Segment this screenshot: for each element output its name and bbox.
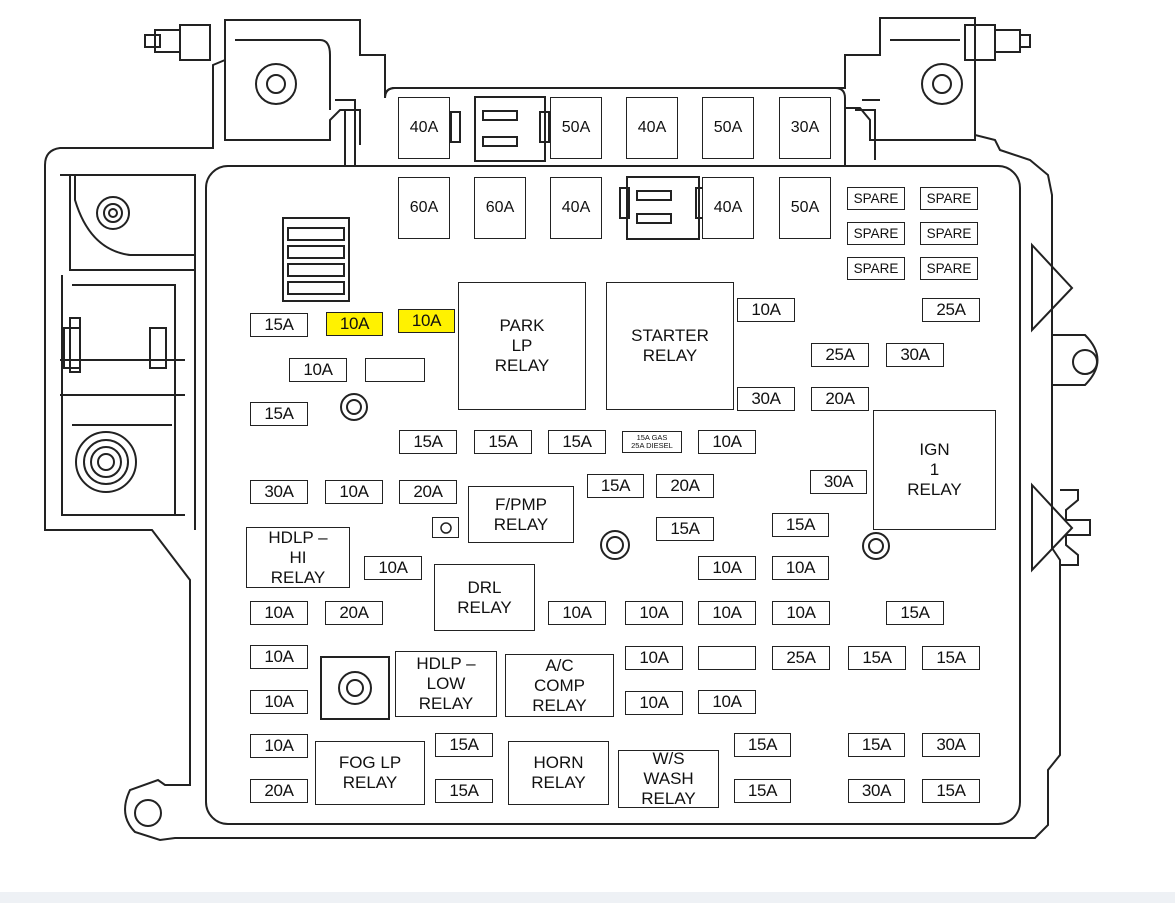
mini-fuse: 30A	[922, 733, 980, 757]
bottom-scroll-strip	[0, 892, 1175, 903]
mini-fuse: 10A	[289, 358, 347, 382]
mini-fuse: 15A	[399, 430, 457, 454]
maxi-fuse: 60A	[474, 177, 526, 239]
spare-slot: SPARE	[920, 187, 978, 210]
mini-fuse: 20A	[325, 601, 383, 625]
ac-comp-relay: A/C COMP RELAY	[505, 654, 614, 717]
mini-fuse: 20A	[399, 480, 457, 504]
mini-fuse: 10A	[625, 691, 683, 715]
starter-relay: STARTER RELAY	[606, 282, 734, 410]
fuse-gas-diesel: 15A GAS 25A DIESEL	[622, 431, 682, 453]
mini-fuse: 15A	[772, 513, 829, 537]
mini-fuse: 20A	[250, 779, 308, 803]
fog-lp-relay: FOG LP RELAY	[315, 741, 425, 805]
mini-fuse-highlighted: 10A	[326, 312, 383, 336]
mini-fuse: 15A	[435, 779, 493, 803]
spare-slot: SPARE	[847, 222, 905, 245]
mini-fuse: 10A	[250, 690, 308, 714]
mini-fuse: 25A	[772, 646, 830, 670]
mini-fuse: 15A	[250, 402, 308, 426]
small-terminal	[432, 517, 459, 538]
mini-fuse: 30A	[737, 387, 795, 411]
mini-fuse: 15A	[734, 779, 791, 803]
mini-fuse: 15A	[848, 733, 905, 757]
hdlp-low-relay: HDLP – LOW RELAY	[395, 651, 497, 717]
mini-fuse: 10A	[737, 298, 795, 322]
empty-fuse-slot	[698, 646, 756, 670]
mini-fuse: 15A	[922, 646, 980, 670]
maxi-fuse: 50A	[550, 97, 602, 159]
mini-fuse: 10A	[772, 601, 830, 625]
mini-fuse: 15A	[474, 430, 532, 454]
mini-fuse: 10A	[548, 601, 606, 625]
mini-fuse: 10A	[772, 556, 829, 580]
spare-slot: SPARE	[920, 257, 978, 280]
mini-fuse: 30A	[250, 480, 308, 504]
maxi-fuse: 50A	[702, 97, 754, 159]
horn-relay: HORN RELAY	[508, 741, 609, 805]
maxi-fuse: 40A	[626, 97, 678, 159]
ign-1-relay: IGN 1 RELAY	[873, 410, 996, 530]
mini-fuse: 25A	[811, 343, 869, 367]
mini-fuse: 20A	[811, 387, 869, 411]
spare-slot: SPARE	[920, 222, 978, 245]
mini-fuse: 15A	[886, 601, 944, 625]
mini-fuse: 10A	[625, 601, 683, 625]
mini-fuse: 30A	[810, 470, 867, 494]
maxi-fuse: 40A	[550, 177, 602, 239]
spare-slot: SPARE	[847, 257, 905, 280]
mini-fuse: 15A	[250, 313, 308, 337]
maxi-fuse: 40A	[398, 97, 450, 159]
small-terminal-hole	[440, 522, 452, 534]
mini-fuse: 15A	[734, 733, 791, 757]
mini-fuse: 10A	[698, 430, 756, 454]
park-lp-relay: PARK LP RELAY	[458, 282, 586, 410]
mini-fuse: 10A	[364, 556, 422, 580]
empty-fuse-slot	[365, 358, 425, 382]
mini-fuse-highlighted: 10A	[398, 309, 455, 333]
drl-relay: DRL RELAY	[434, 564, 535, 631]
mini-fuse: 15A	[435, 733, 493, 757]
maxi-fuse: 30A	[779, 97, 831, 159]
mini-fuse: 10A	[250, 601, 308, 625]
mini-fuse: 15A	[587, 474, 644, 498]
f-pmp-relay: F/PMP RELAY	[468, 486, 574, 543]
mini-fuse: 10A	[698, 556, 756, 580]
maxi-fuse: 40A	[702, 177, 754, 239]
mini-fuse: 25A	[922, 298, 980, 322]
ws-wash-relay: W/S WASH RELAY	[618, 749, 719, 808]
mini-fuse: 10A	[698, 601, 756, 625]
mini-fuse: 15A	[656, 517, 714, 541]
mini-fuse: 10A	[625, 646, 683, 670]
maxi-fuse: 60A	[398, 177, 450, 239]
hdlp-hi-relay: HDLP – HI RELAY	[246, 527, 350, 588]
spare-slot: SPARE	[847, 187, 905, 210]
mini-fuse: 10A	[698, 690, 756, 714]
mini-fuse: 10A	[325, 480, 383, 504]
mini-fuse: 30A	[886, 343, 944, 367]
maxi-fuse: 50A	[779, 177, 831, 239]
mini-fuse: 15A	[548, 430, 606, 454]
mini-fuse: 10A	[250, 734, 308, 758]
mini-fuse: 15A	[922, 779, 980, 803]
mini-fuse: 10A	[250, 645, 308, 669]
mini-fuse: 30A	[848, 779, 905, 803]
mini-fuse: 20A	[656, 474, 714, 498]
mini-fuse: 15A	[848, 646, 906, 670]
